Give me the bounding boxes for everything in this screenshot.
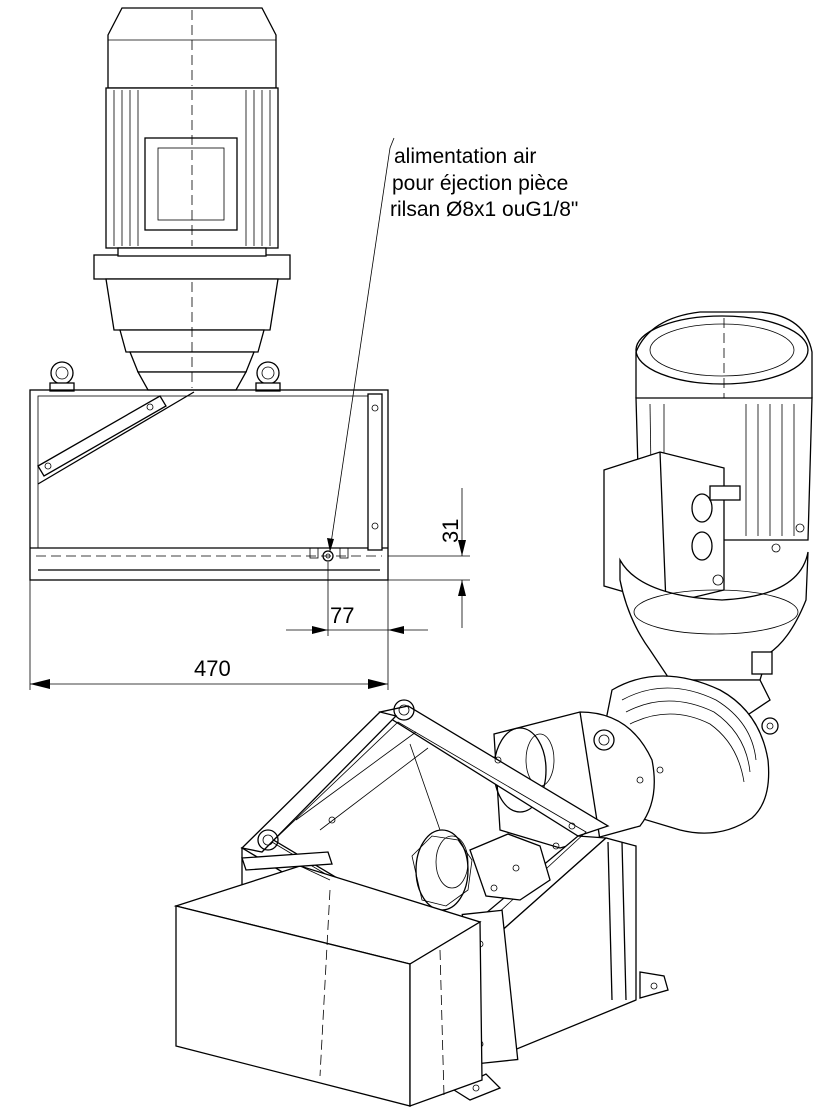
motor-fan-cover xyxy=(107,7,277,89)
motor-body xyxy=(105,87,279,249)
dimension-470-label: 470 xyxy=(194,656,231,681)
motor-flange xyxy=(93,247,291,391)
dimension-31-label: 31 xyxy=(438,519,463,543)
iso-motor-body xyxy=(603,397,813,605)
lifting-eye-left xyxy=(49,361,75,392)
callout-line-1: alimentation air xyxy=(394,145,536,168)
top-view xyxy=(29,7,389,581)
iso-shaft-tube xyxy=(490,711,664,849)
isometric-view xyxy=(173,311,813,1107)
dimension-31: 31 xyxy=(388,488,470,628)
air-supply-callout: alimentation air pour éjection pièce ril… xyxy=(327,137,578,552)
dimension-77: 77 xyxy=(286,562,428,636)
dimension-470: 470 xyxy=(29,580,389,690)
iso-discharge-chute xyxy=(173,851,483,1107)
lifting-eye-right xyxy=(255,361,281,392)
callout-line-2: pour éjection pièce xyxy=(392,172,568,195)
dimension-77-label: 77 xyxy=(330,603,354,628)
housing-box xyxy=(29,389,389,581)
callout-line-3: rilsan Ø8x1 ouG1/8" xyxy=(390,198,578,221)
